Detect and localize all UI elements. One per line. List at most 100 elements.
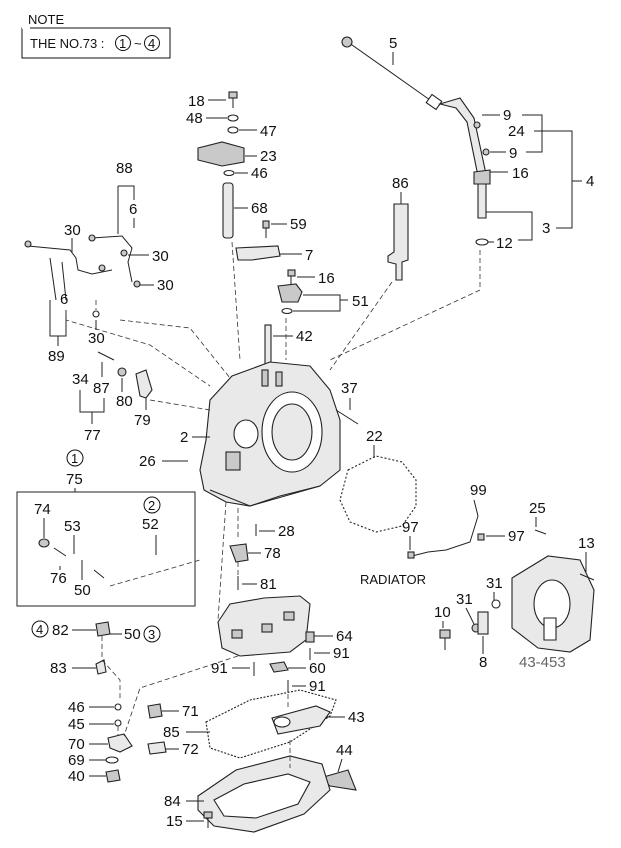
label-50a: 50 [74,582,91,599]
label-13: 13 [578,535,595,552]
label-31b: 31 [456,591,473,608]
label-31a: 31 [486,575,503,592]
label-70: 70 [68,736,85,753]
dashed-leaders [65,241,481,768]
label-75: 75 [66,471,83,488]
label-5: 5 [389,35,397,52]
label-c1: 1 [71,451,78,466]
label-60: 60 [309,660,326,677]
note-heading: NOTE [28,12,64,27]
label-43-453: 43-453 [519,654,566,671]
gasket-22 [339,455,417,533]
label-76: 76 [50,570,67,587]
label-91c: 91 [309,678,326,695]
detent-parts [97,351,153,399]
label-26: 26 [139,453,156,470]
label-24: 24 [508,123,525,140]
label-42: 42 [296,328,313,345]
label-25: 25 [529,500,546,517]
vent-hose [387,203,409,281]
solenoid-parts [229,524,257,590]
label-91b: 91 [211,660,228,677]
label-99: 99 [470,482,487,499]
valve-body [217,595,315,694]
label-71: 71 [182,703,199,720]
label-c2: 2 [148,498,155,513]
label-34: 34 [72,371,89,388]
label-7: 7 [305,247,313,264]
label-72: 72 [182,741,199,758]
label-23: 23 [260,148,277,165]
dipstick-assembly [341,36,491,246]
label-48: 48 [186,110,203,127]
label-64: 64 [336,628,353,645]
label-2: 2 [180,429,188,446]
label-22: 22 [366,428,383,445]
label-52: 52 [142,516,159,533]
oil-pan-assembly [147,689,357,833]
label-87: 87 [93,380,110,397]
label-86: 86 [392,175,409,192]
label-16b: 16 [318,270,335,287]
cooler-hose [407,499,485,559]
note-tilde: ~ [134,36,142,51]
sensor-assembly [197,91,245,239]
label-28: 28 [278,523,295,540]
label-47: 47 [260,123,277,140]
side-cover-parts [439,529,595,653]
label-9b: 9 [509,145,517,162]
label-59: 59 [290,216,307,233]
label-16a: 16 [512,165,529,182]
label-12: 12 [496,235,513,252]
note-circled-to: 4 [148,36,155,51]
label-50b: 50 [124,626,141,643]
label-43: 43 [348,709,365,726]
label-10: 10 [434,604,451,621]
label-82: 82 [52,622,69,639]
label-69: 69 [68,752,85,769]
label-84: 84 [164,793,181,810]
label-51: 51 [352,293,369,310]
label-30d: 30 [88,330,105,347]
label-88: 88 [116,160,133,177]
label-4: 4 [586,173,594,190]
cooler-pipes [24,234,141,301]
label-3: 3 [542,220,550,237]
transmission-case [199,361,341,507]
label-30c: 30 [157,277,174,294]
label-97b: 97 [508,528,525,545]
label-79: 79 [134,412,151,429]
label-68: 68 [251,200,268,217]
label-37: 37 [341,380,358,397]
label-53: 53 [64,518,81,535]
label-6a: 6 [129,201,137,218]
label-78: 78 [264,545,281,562]
label-89: 89 [48,348,65,365]
label-18: 18 [188,93,205,110]
label-46b: 46 [68,699,85,716]
label-9a: 9 [503,107,511,124]
manual-lever-parts [105,703,133,783]
note-box: NOTE THE NO.73 : 1 ~ 4 [21,12,171,59]
label-81: 81 [260,576,277,593]
label-46a: 46 [251,165,268,182]
label-radiator: RADIATOR [360,572,426,587]
label-6b: 6 [60,291,68,308]
label-c4: 4 [36,622,43,637]
label-44: 44 [336,742,353,759]
note-circled-from: 1 [119,36,126,51]
label-45: 45 [68,716,85,733]
label-40: 40 [68,768,85,785]
label-74: 74 [34,501,51,518]
label-15: 15 [166,813,183,830]
label-30b: 30 [152,248,169,265]
label-30a: 30 [64,222,81,239]
label-77: 77 [84,427,101,444]
label-c3: 3 [148,627,155,642]
label-91a: 91 [333,645,350,662]
label-83: 83 [50,660,67,677]
label-8: 8 [479,654,487,671]
note-text: THE NO.73 : [30,36,104,51]
kit-75-box [16,449,196,607]
